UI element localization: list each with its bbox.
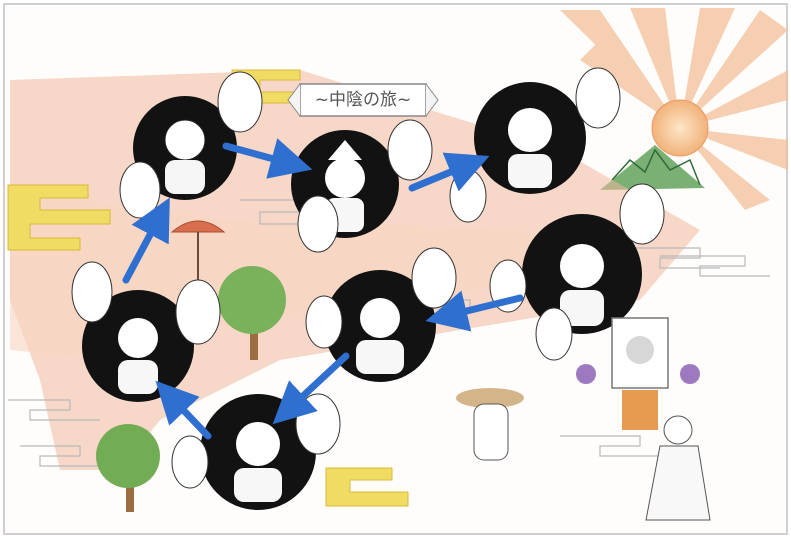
medallion-3 — [474, 82, 586, 194]
path-arrows — [122, 138, 524, 440]
medallion-6 — [82, 290, 194, 402]
mountain — [600, 145, 705, 190]
medallion-1 — [133, 96, 237, 200]
sun-rays — [560, 8, 788, 210]
tree-left-middle — [218, 266, 286, 360]
sun — [651, 99, 709, 157]
memorial-altar — [576, 317, 700, 430]
title-banner: ~中陰の旅~ — [287, 83, 439, 117]
traveler-figure — [456, 388, 524, 461]
medallion-4 — [522, 214, 642, 334]
banner-title: ~中陰の旅~ — [315, 90, 412, 110]
monk-figure — [645, 415, 711, 521]
umbrella-icon — [170, 220, 226, 290]
medallion-5 — [324, 270, 436, 382]
tree-left-bottom — [96, 424, 160, 512]
